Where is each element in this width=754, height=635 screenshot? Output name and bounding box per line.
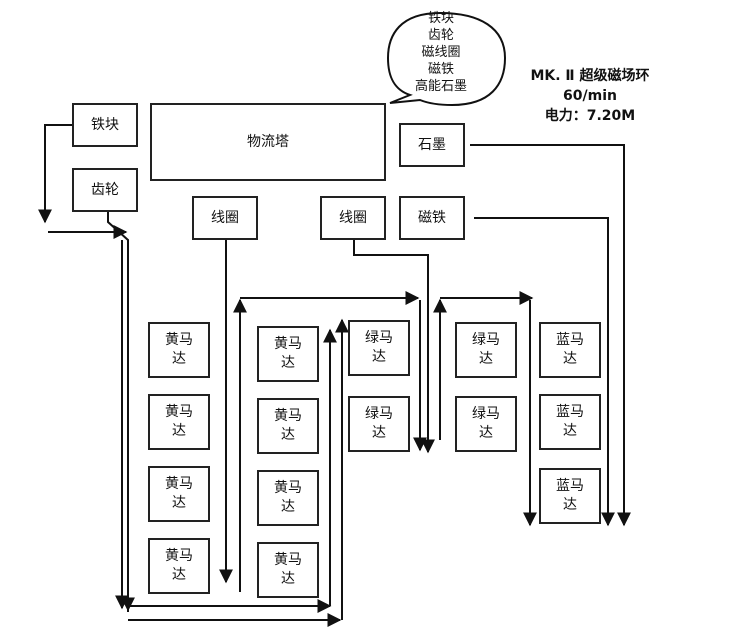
recipe-info: MK. Ⅱ 超级磁场环 60/min 电力：7.20M xyxy=(515,66,665,126)
recipe-rate: 60/min xyxy=(563,88,617,104)
blue-motor-node: 蓝马达 xyxy=(539,394,601,450)
motor-label: 达 xyxy=(281,355,295,371)
yellow-motor-node: 黄马达 xyxy=(257,470,319,526)
coil2-feed-line xyxy=(353,240,435,454)
motor-label: 蓝马 xyxy=(556,332,584,348)
yellow-motor-node: 黄马达 xyxy=(257,398,319,454)
yellow-motor-node: 黄马达 xyxy=(148,394,210,450)
green-motor-node: 绿马达 xyxy=(455,396,517,452)
node-label: 线圈 xyxy=(211,210,239,226)
recipe-title: MK. Ⅱ 超级磁场环 xyxy=(530,68,650,84)
gear-feed-line xyxy=(107,212,129,612)
motor-label: 黄马 xyxy=(165,476,193,492)
bubble-line: 齿轮 xyxy=(427,28,454,43)
blue-motor-node: 蓝马达 xyxy=(539,468,601,524)
motor-label: 达 xyxy=(281,427,295,443)
yellow-motor-node: 黄马达 xyxy=(148,322,210,378)
motor-label: 达 xyxy=(372,349,386,365)
iron-block-node: 铁块 xyxy=(72,103,138,147)
node-label: 齿轮 xyxy=(91,182,119,198)
bubble-line: 磁线圈 xyxy=(421,45,461,60)
motor-label: 绿马 xyxy=(365,406,393,422)
magnet-node: 磁铁 xyxy=(399,196,465,240)
bubble-line: 磁铁 xyxy=(427,62,454,77)
graphite-node: 石墨 xyxy=(399,123,465,167)
motor-label: 黄马 xyxy=(165,404,193,420)
blue-motor-node: 蓝马达 xyxy=(539,322,601,378)
yellow-motor-node: 黄马达 xyxy=(257,326,319,382)
motor-label: 达 xyxy=(172,495,186,511)
green-motor-node: 绿马达 xyxy=(455,322,517,378)
recipe-power: 电力：7.20M xyxy=(544,108,636,124)
motor-label: 达 xyxy=(563,497,577,513)
motor-label: 绿马 xyxy=(472,332,500,348)
green-motor-node: 绿马达 xyxy=(348,320,410,376)
node-label: 磁铁 xyxy=(418,210,446,226)
speech-bubble xyxy=(386,11,507,107)
motor-label: 绿马 xyxy=(365,330,393,346)
motor-label: 达 xyxy=(281,499,295,515)
magnet-feed-line xyxy=(474,217,615,527)
node-label: 石墨 xyxy=(418,137,446,153)
logistics-tower-node: 物流塔 xyxy=(150,103,386,181)
yellow-motor-node: 黄马达 xyxy=(148,466,210,522)
bubble-line: 高能石墨 xyxy=(414,79,467,94)
node-label: 铁块 xyxy=(91,117,119,133)
motor-label: 达 xyxy=(372,425,386,441)
yellow-motor-node: 黄马达 xyxy=(148,538,210,594)
motor-label: 黄马 xyxy=(274,480,302,496)
motor-label: 达 xyxy=(281,571,295,587)
motor-label: 黄马 xyxy=(274,336,302,352)
motor-label: 蓝马 xyxy=(556,404,584,420)
bubble-ingredients: 铁块 齿轮 磁线圈 磁铁 高能石墨 xyxy=(396,10,486,95)
coil-node-2: 线圈 xyxy=(320,196,386,240)
green-motor-node: 绿马达 xyxy=(348,396,410,452)
motor-label: 达 xyxy=(172,567,186,583)
coil-node-1: 线圈 xyxy=(192,196,258,240)
motor-label: 蓝马 xyxy=(556,478,584,494)
iron-feed-line xyxy=(38,124,72,224)
graphite-feed-line xyxy=(470,144,631,527)
motor-label: 达 xyxy=(563,423,577,439)
motor-label: 达 xyxy=(172,351,186,367)
motor-label: 黄马 xyxy=(165,332,193,348)
motor-label: 达 xyxy=(479,425,493,441)
node-label: 线圈 xyxy=(339,210,367,226)
gear-node: 齿轮 xyxy=(72,168,138,212)
node-label: 物流塔 xyxy=(247,134,289,150)
motor-label: 绿马 xyxy=(472,406,500,422)
motor-label: 达 xyxy=(563,351,577,367)
motor-label: 黄马 xyxy=(274,408,302,424)
bubble-line: 铁块 xyxy=(427,11,454,26)
motor-label: 黄马 xyxy=(165,548,193,564)
yellow-motor-node: 黄马达 xyxy=(257,542,319,598)
motor-label: 达 xyxy=(479,351,493,367)
motor-label: 黄马 xyxy=(274,552,302,568)
motor-label: 达 xyxy=(172,423,186,439)
